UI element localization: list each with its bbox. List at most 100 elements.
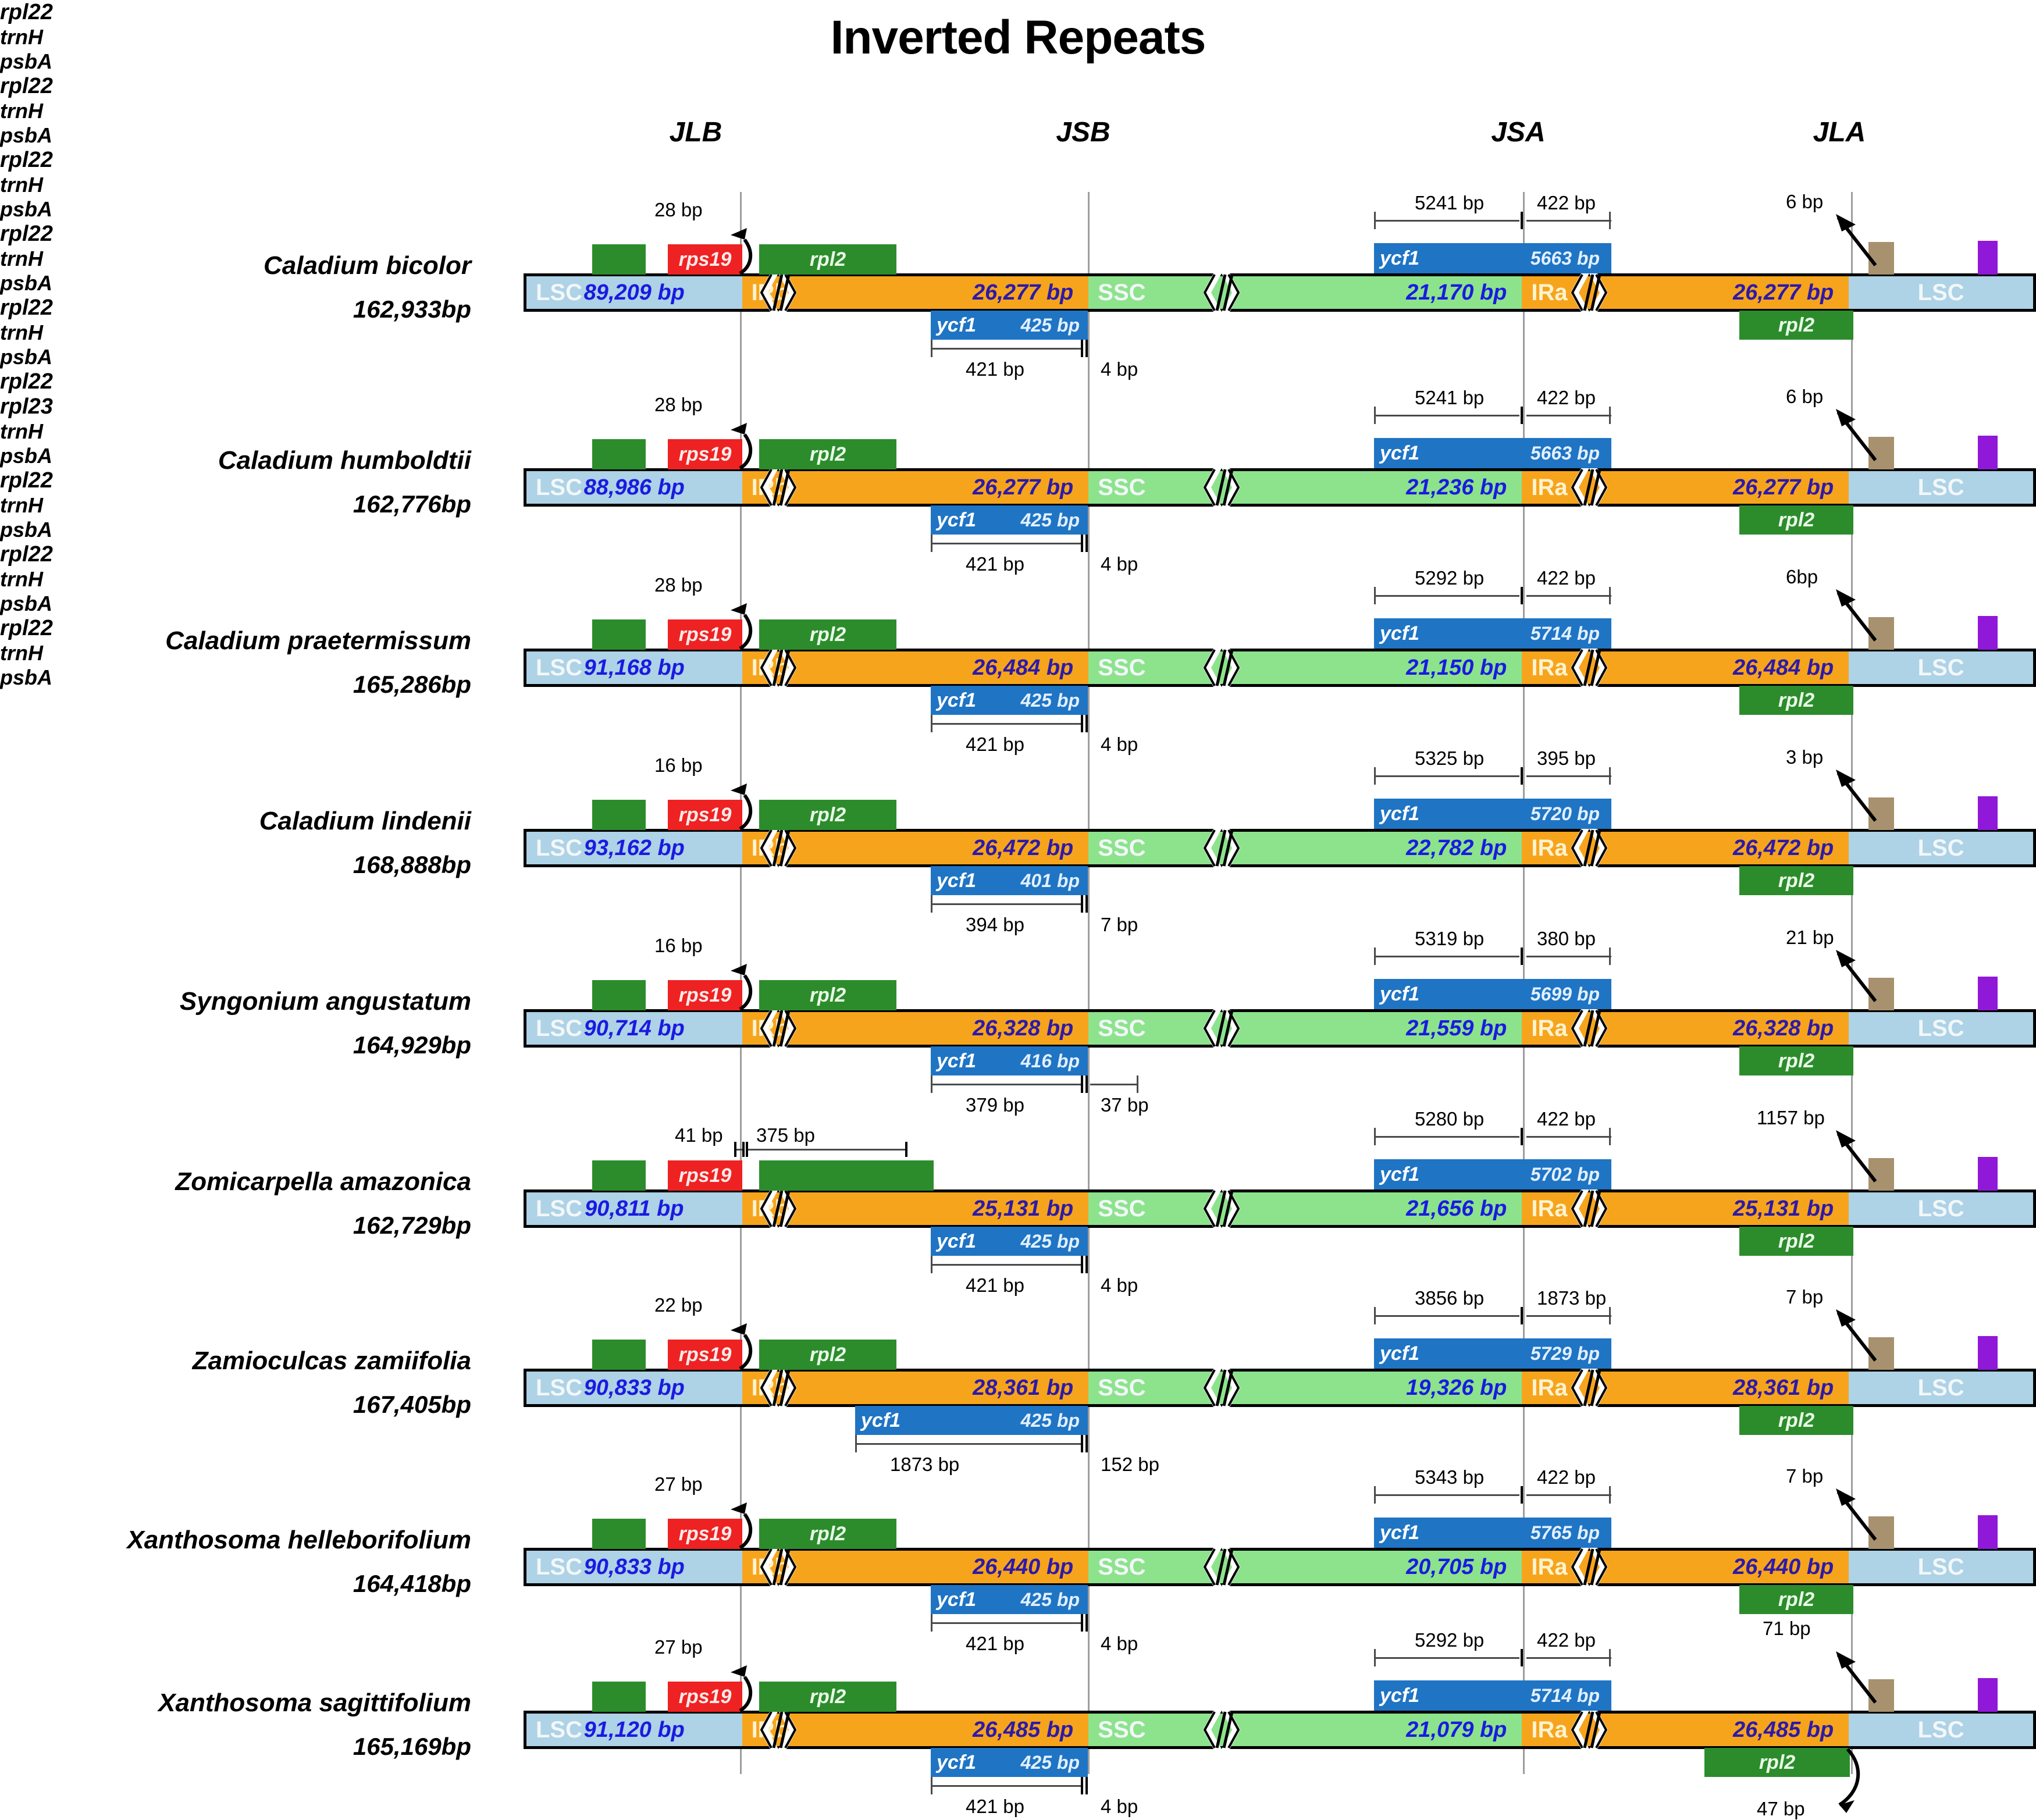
segment-value-ssc: 20,705 bp <box>1406 1554 1507 1579</box>
segment-value-irb: 26,485 bp <box>973 1717 1074 1742</box>
annotation-jlb-gap: 28 bp <box>654 574 703 596</box>
segment-label-ira: IRa <box>1531 654 1568 681</box>
gene-ycf1-label-jsa: ycf1 <box>1380 802 1420 825</box>
ruler-jsb-left <box>855 1443 1083 1445</box>
segment-label-ssc: SSC <box>1098 654 1146 681</box>
gene-trnh-label: trnH <box>0 247 43 270</box>
annotation-jla-gap: 6bp <box>1786 566 1818 587</box>
tick-jsb-mid-b <box>1085 895 1088 913</box>
segment-value-ira: 26,484 bp <box>1733 655 1834 680</box>
segment-ira: IRa 26,472 bp <box>1522 832 1849 864</box>
gene-ycf1-label-jsb: ycf1 <box>861 1409 901 1431</box>
segment-label-lsc: LSC <box>536 1716 582 1743</box>
tick-jsa-end <box>1609 767 1611 785</box>
segment-value-lsc-left: 91,120 bp <box>583 1717 685 1742</box>
gene-rpl2-box-jlb: rpl2 <box>759 1682 896 1712</box>
annotation-jsb-left: 421 bp <box>966 1796 1024 1817</box>
segment-value-ssc: 22,782 bp <box>1406 835 1507 860</box>
segment-label-irb: IRb <box>751 474 789 500</box>
gene-ycf1-label-jsb: ycf1 <box>937 508 977 531</box>
annotation-extra-bottom: 47 bp <box>1757 1798 1805 1819</box>
gene-ycf1-label-jsa: ycf1 <box>1380 247 1420 269</box>
annotation-jsa-left: 5241 bp <box>1415 387 1485 408</box>
segment-lsc-right: LSC <box>1849 832 2033 864</box>
segment-label-irb: IRb <box>751 1015 789 1041</box>
gene-rpl2-box-jlb: rpl2 <box>759 619 896 650</box>
annotation-jsa-right: 395 bp <box>1537 747 1596 769</box>
species-genome-size: 165,169bp <box>353 1733 471 1760</box>
segment-label-ira: IRa <box>1531 1015 1568 1041</box>
gene-psba-box <box>1978 241 1998 275</box>
species-genome-size: 162,729bp <box>353 1212 471 1239</box>
species-name: Zamioculcas zamiifolia <box>192 1347 471 1375</box>
gene-trnh-label: trnH <box>0 567 43 591</box>
segment-value-ira: 26,472 bp <box>1733 835 1834 860</box>
species-genome-size: 167,405bp <box>353 1391 471 1418</box>
gene-ycf1-label-jsa: ycf1 <box>1380 982 1420 1005</box>
segment-label-ira: IRa <box>1531 835 1568 861</box>
gene-rpl2-label-jla: rpl2 <box>1778 869 1815 892</box>
tick-jsa-mid <box>1521 1649 1523 1666</box>
gene-rpl22-label: rpl22 <box>0 74 53 98</box>
tick-jsb-end <box>1137 1075 1138 1093</box>
tick-jsb-mid-a <box>1081 535 1083 552</box>
annotation-jsa-left: 5343 bp <box>1415 1466 1485 1488</box>
junction-header-jla: JLA <box>1813 117 1866 148</box>
ruler-jsa-left <box>1374 595 1519 597</box>
gene-ycf1-label-jsb: ycf1 <box>937 1049 977 1072</box>
annotation-jsa-left: 5292 bp <box>1415 1629 1485 1651</box>
tick-jsb-start <box>931 715 932 732</box>
tick-jsa-start <box>1374 1307 1376 1324</box>
annotation-jlb-gap: 28 bp <box>654 394 703 415</box>
annotation-jla-gap: 3 bp <box>1786 746 1824 768</box>
gene-ycf1-value-jsb: 425 bp <box>1020 1751 1080 1773</box>
segment-value-ssc: 21,150 bp <box>1406 655 1507 680</box>
annotation-jsa-right: 422 bp <box>1537 192 1596 213</box>
tick-jsb-mid-a <box>1081 895 1083 913</box>
gene-rps19-box: rps19 <box>668 1519 742 1549</box>
annotation-jla-gap: 7 bp <box>1786 1286 1824 1308</box>
gene-rpl22-box <box>592 1160 646 1191</box>
tick-jsb-mid-b <box>1085 1777 1088 1794</box>
gene-rpl22-label: rpl22 <box>0 0 53 24</box>
tick-jsb-mid-b <box>1085 1256 1088 1273</box>
gene-trnh-box <box>1868 1516 1894 1549</box>
tick-jsb-mid-a <box>1081 1435 1083 1452</box>
junction-header-jlb: JLB <box>669 117 722 148</box>
segment-label-ira: IRa <box>1531 279 1568 305</box>
page-title: Inverted Repeats <box>830 11 1206 64</box>
annotation-jsb-right: 37 bp <box>1101 1094 1149 1116</box>
annotation-jsb-right: 4 bp <box>1101 553 1138 575</box>
gene-ycf1-value-jsb: 425 bp <box>1020 509 1080 530</box>
species-name: Xanthosoma helleborifolium <box>127 1526 471 1554</box>
segment-value-irb: 25,131 bp <box>973 1196 1074 1221</box>
segment-label-lsc: LSC <box>536 1195 582 1221</box>
gene-psba-label: psbA <box>0 444 52 468</box>
ruler-jsa-right <box>1526 1136 1611 1138</box>
segment-value-lsc-left: 90,833 bp <box>583 1375 685 1400</box>
tick-jsb-mid-b <box>1085 1075 1088 1093</box>
annotation-jsa-left: 5241 bp <box>1415 192 1485 213</box>
gene-rps19-box: rps19 <box>668 439 742 469</box>
annotation-jsa-right: 380 bp <box>1537 928 1596 949</box>
gene-ycf1-value-jsa: 5765 bp <box>1530 1522 1600 1543</box>
gene-ycf1-label-jsb: ycf1 <box>937 1588 977 1611</box>
annotation-jsb-left: 379 bp <box>966 1094 1024 1116</box>
gene-ycf1-value-jsa: 5663 bp <box>1530 442 1600 464</box>
ruler-jsb-left <box>931 1622 1083 1624</box>
gene-ycf1-label-jsb: ycf1 <box>937 689 977 711</box>
gene-ycf1-value-jsb: 425 bp <box>1020 1230 1080 1252</box>
segment-ira: IRa 26,484 bp <box>1522 651 1849 684</box>
tick-jsb-start <box>931 1777 932 1794</box>
gene-rpl2-label-jla: rpl2 <box>1778 1588 1815 1611</box>
